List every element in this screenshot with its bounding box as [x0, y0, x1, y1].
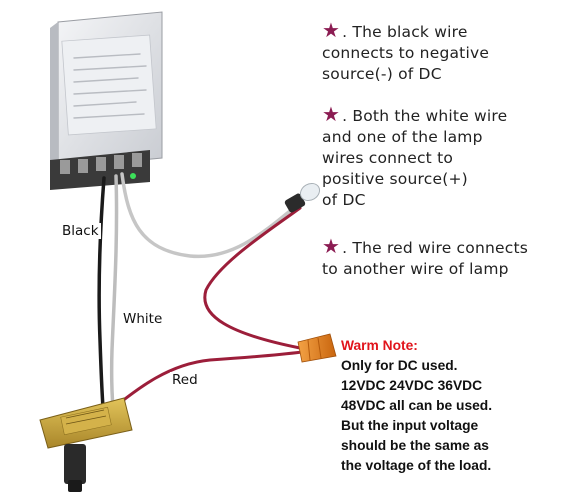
black-wire: [97, 176, 106, 422]
warm-note-line: 12VDC 24VDC 36VDC: [341, 378, 483, 393]
star-icon: ★: [322, 102, 341, 126]
white-wire-to-lamp: [120, 172, 298, 259]
warm-note-line: 48VDC all can be used.: [341, 398, 493, 413]
switch-module: [39, 397, 133, 492]
power-supply: [50, 11, 163, 190]
white-wire-label: White: [121, 311, 165, 327]
red-wire: [104, 350, 304, 416]
wire-nut: [297, 333, 337, 363]
black-wire-label: Black: [60, 223, 101, 239]
note-red-wire: ★. The red wire connects to another wire…: [322, 234, 529, 279]
note-black-wire: ★. The black wire connects to negative s…: [322, 18, 490, 84]
warm-note: Warm Note: Only for DC used. 12VDC 24VDC…: [341, 336, 492, 476]
led-lamp: [284, 182, 321, 213]
red-wire-label: Red: [170, 372, 200, 388]
lamp-red-wire: [203, 206, 302, 350]
star-icon: ★: [322, 18, 341, 42]
warm-note-line: should be the same as: [341, 438, 489, 453]
star-icon: ★: [322, 234, 341, 258]
note-white-wire: ★. Both the white wire and one of the la…: [322, 102, 508, 210]
warm-note-line: But the input voltage: [341, 418, 479, 433]
white-wire-to-switch: [109, 174, 119, 422]
warm-note-title: Warm Note:: [341, 338, 418, 353]
warm-note-line: the voltage of the load.: [341, 458, 492, 473]
warm-note-line: Only for DC used.: [341, 358, 458, 373]
